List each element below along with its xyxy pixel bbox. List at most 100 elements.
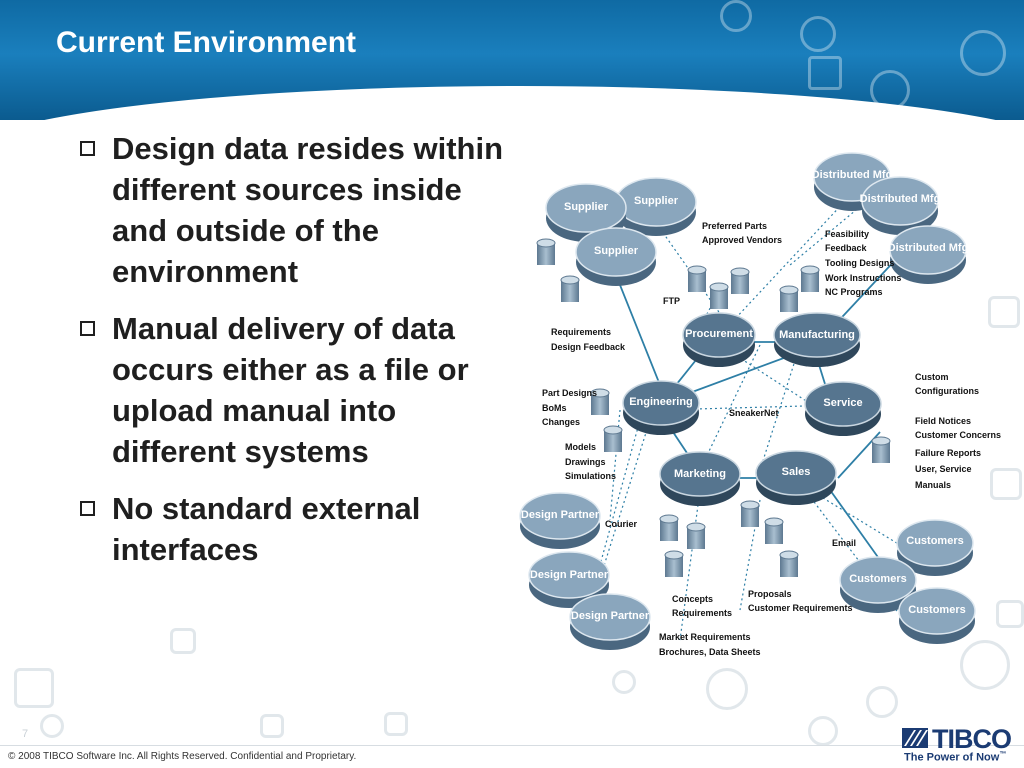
footer-copyright: © 2008 TIBCO Software Inc. All Rights Re… [8, 751, 357, 762]
node-label: Marketing [674, 468, 726, 480]
arrow-circle-icon [960, 30, 1006, 76]
tibco-mark-icon [902, 728, 928, 748]
arrow-square-icon [384, 712, 408, 736]
annotation-label: Failure Reports [915, 448, 981, 458]
annotations: Preferred Parts Approved Vendors Feasibi… [542, 221, 1001, 657]
node-supplier-2: Supplier [615, 177, 697, 236]
footer-divider [0, 745, 1024, 746]
annotation-label: Requirements [672, 608, 732, 618]
databases [536, 238, 891, 577]
node-design-partner-3: Design Partner [569, 593, 651, 650]
database-icon [871, 436, 891, 463]
node-distributed-mfg-2: Distributed Mfg [860, 176, 940, 235]
node-label: Supplier [564, 201, 609, 213]
annotation-label: Brochures, Data Sheets [659, 647, 761, 657]
node-label: Design Partner [530, 569, 609, 581]
node-customers-1: Customers [896, 519, 974, 576]
node-sales: Sales [755, 450, 837, 505]
annotation-label: Market Requirements [659, 632, 751, 642]
arrow-circle-icon [720, 0, 752, 32]
database-icon [709, 282, 729, 309]
annotation-label: Design Feedback [551, 342, 626, 352]
dotted-link [759, 344, 801, 471]
dotted-link [679, 489, 701, 641]
bullet-item: Manual delivery of data occurs either as… [80, 308, 510, 472]
environment-diagram: Supplier Supplier Supplier Distributed M… [519, 152, 1001, 657]
bullet-text: Manual delivery of data occurs either as… [112, 311, 469, 469]
node-label: Sales [782, 466, 811, 478]
dotted-link [609, 409, 621, 521]
annotation-label: Customer Requirements [748, 603, 853, 613]
outer-nodes: Supplier Supplier Supplier Distributed M… [519, 152, 976, 650]
node-label: Customers [849, 573, 906, 585]
logo-tagline: The Power of Now™ [904, 751, 1007, 764]
annotation-label: Customer Concerns [915, 430, 1001, 440]
annotation-label: Email [832, 538, 856, 548]
annotation-label: User, Service [915, 464, 972, 474]
database-icon [740, 500, 760, 527]
dotted-link [719, 184, 861, 336]
arrow-square-icon [170, 628, 196, 654]
dotted-link [699, 344, 761, 471]
arrow-square-icon [260, 714, 284, 738]
database-icon [659, 514, 679, 541]
annotation-label: Feasibility [825, 229, 869, 239]
arrow-circle-icon [706, 668, 748, 710]
annotation-label: Drawings [565, 457, 606, 467]
database-icon [536, 238, 556, 265]
annotation-label: Manuals [915, 480, 951, 490]
node-label: Design Partner [521, 509, 600, 521]
dotted-link [739, 499, 761, 611]
node-customers-2: Customers [839, 556, 917, 613]
page-number: 7 [22, 728, 29, 740]
node-engineering: Engineering [622, 380, 700, 435]
bullet-item: Design data resides within different sou… [80, 128, 510, 292]
arrow-circle-icon [960, 640, 1010, 690]
database-icon [800, 265, 820, 292]
arrow-circle-icon [808, 716, 838, 746]
annotation-label: Changes [542, 417, 580, 427]
database-icon [764, 517, 784, 544]
arrow-circle-icon [866, 686, 898, 718]
arrow-circle-icon [40, 714, 64, 738]
tibco-logo: TIBCO [902, 724, 1012, 755]
arrow-square-icon [14, 668, 54, 708]
annotation-label: Concepts [672, 594, 713, 604]
annotation-label: Simulations [565, 471, 616, 481]
annotation-label: Courier [605, 519, 638, 529]
database-icon [590, 388, 610, 415]
annotation-label: Approved Vendors [702, 235, 782, 245]
node-label: Supplier [634, 195, 679, 207]
node-procurement: Procurement [682, 312, 756, 367]
arrow-square-icon [988, 296, 1020, 328]
bullet-text: Design data resides within different sou… [112, 131, 504, 289]
annotation-label: Requirements [551, 327, 611, 337]
arrow-circle-icon [800, 16, 836, 52]
node-supplier-3: Supplier [575, 227, 657, 286]
annotation-label: Custom [915, 372, 949, 382]
node-manufacturing: Manufacturing [773, 312, 861, 367]
arrow-square-icon [808, 56, 842, 90]
node-label: Procurement [685, 328, 753, 340]
annotation-label: Preferred Parts [702, 221, 767, 231]
arrow-square-icon [990, 468, 1022, 500]
database-icon [730, 267, 750, 294]
annotation-label: Field Notices [915, 416, 971, 426]
database-icon [687, 265, 707, 292]
dotted-link [599, 419, 641, 566]
node-label: Service [823, 397, 862, 409]
bullet-list: Design data resides within different sou… [80, 128, 510, 586]
arrow-square-icon [996, 600, 1024, 628]
node-label: Manufacturing [779, 329, 855, 341]
bullet-text: No standard external interfaces [112, 491, 421, 567]
annotation-label: NC Programs [825, 287, 883, 297]
square-bullet-icon [80, 501, 95, 516]
annotation-label: FTP [663, 296, 680, 306]
node-design-partner-2: Design Partner [528, 551, 610, 608]
annotation-label: Proposals [748, 589, 792, 599]
node-label: Engineering [629, 396, 693, 408]
node-label: Distributed Mfg [888, 242, 969, 254]
page-title: Current Environment [56, 26, 357, 59]
logo-wordmark: TIBCO [932, 724, 1012, 754]
